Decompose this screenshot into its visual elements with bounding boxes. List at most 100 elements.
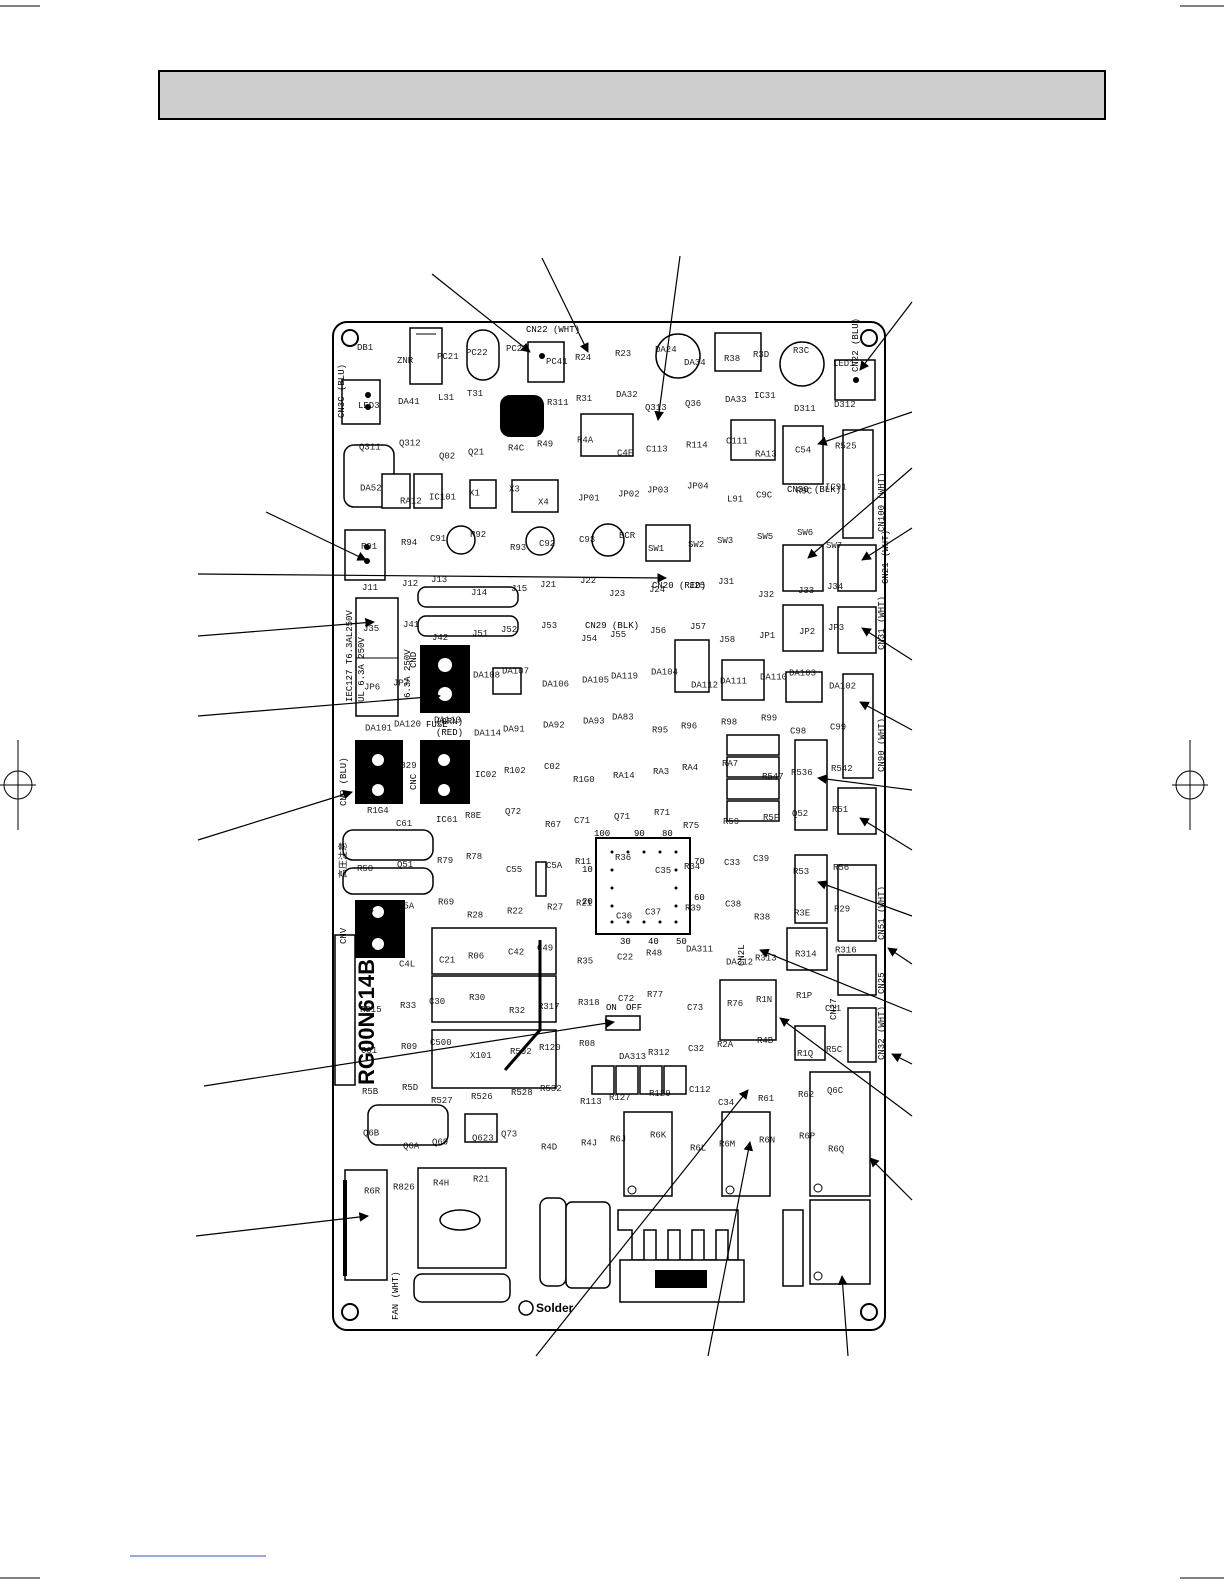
component-label: C61 (396, 819, 412, 829)
component-label: C72 (618, 994, 634, 1004)
component-label: Q6A (403, 1141, 420, 1151)
component-label: C4L (399, 960, 415, 970)
component-label: JP2 (799, 627, 815, 637)
component-label: J58 (719, 635, 735, 645)
component-label: Q311 (359, 442, 381, 452)
component-label: C99 (830, 723, 846, 733)
component-label: DA93 (583, 717, 605, 727)
ic-pin-40: 40 (648, 937, 659, 947)
crystal-x101 (535, 861, 547, 897)
component-label: JP02 (618, 490, 640, 500)
component-label: R4C (508, 443, 525, 453)
component-label: R77 (647, 990, 663, 1000)
component-label: L91 (727, 495, 743, 505)
component-label: J15 (511, 584, 527, 594)
dip-switch-sw3 (623, 1111, 673, 1197)
component-label: C500 (430, 1038, 452, 1048)
component-label: R34 (684, 862, 700, 872)
component-label: JP1 (759, 631, 775, 641)
jumper-jp1 (782, 1209, 804, 1287)
component-label: R6Q (828, 1144, 844, 1154)
component-label: R312 (648, 1048, 670, 1058)
component-label: R129 (649, 1089, 671, 1099)
component-label: R526 (471, 1092, 493, 1102)
component-label: R94 (401, 538, 417, 548)
fuse-holder (355, 597, 399, 717)
component-label: J51 (472, 629, 488, 639)
component-label: R542 (831, 764, 853, 774)
component-label: C5A (546, 861, 563, 871)
component-label: R826 (393, 1183, 415, 1193)
label-cn32: CN32 (WHT) (877, 1006, 887, 1060)
component-label: R315 (360, 1005, 382, 1015)
component-label: SW1 (648, 544, 664, 554)
electrolytic-capacitor-black (500, 395, 544, 437)
microcontroller-ic101 (595, 837, 691, 935)
component-label: J14 (471, 588, 487, 598)
component-label: C98 (790, 727, 806, 737)
label-orn: (ORN) (436, 717, 463, 727)
component-label: R59 (723, 817, 739, 827)
ic-pin-30: 30 (620, 937, 631, 947)
photocoupler-pc23 (469, 479, 497, 509)
connector-cn30 (782, 425, 824, 485)
component-label: X101 (470, 1051, 492, 1061)
component-label: DA313 (619, 1052, 646, 1062)
component-label: R316 (835, 946, 857, 956)
component-label: R91 (361, 542, 377, 552)
component-label: DA101 (365, 724, 392, 734)
component-label: RA3 (653, 767, 669, 777)
component-label: DA41 (398, 397, 420, 407)
component-label: IC02 (475, 770, 497, 780)
component-label: Q313 (645, 403, 667, 413)
component-label: Q51 (397, 860, 413, 870)
component-label: RA14 (613, 771, 635, 781)
component-label: R67 (545, 820, 561, 830)
transformer-t31 (730, 419, 776, 461)
component-label: Q21 (468, 447, 484, 457)
component-label: Q73 (501, 1129, 517, 1139)
component-label: IC101 (429, 493, 456, 503)
ic-pin-80: 80 (662, 829, 673, 839)
component-label: D311 (794, 404, 816, 414)
component-label: R1G4 (367, 806, 389, 816)
connector-cnc (420, 740, 470, 804)
component-label: R33 (400, 1001, 416, 1011)
label-cn22-wht: CN22 (WHT) (526, 325, 580, 335)
component-label: R528 (511, 1088, 533, 1098)
component-label: R102 (504, 766, 526, 776)
connector-cn25 (837, 954, 877, 996)
component-label: X4 (538, 498, 549, 508)
ic-pin-50: 50 (676, 937, 687, 947)
component-label: R56 (833, 863, 849, 873)
component-label: R69 (438, 897, 454, 907)
component-label: R53 (793, 867, 809, 877)
component-label: R4A (577, 435, 594, 445)
component-label: DA311 (686, 945, 713, 955)
component-label: R4H (433, 1179, 449, 1189)
component-label: R21 (473, 1175, 489, 1185)
component-label: R92 (470, 530, 486, 540)
component-label: C4H (359, 947, 375, 957)
connector-cn59 (721, 659, 765, 701)
component-label: R6L (690, 1143, 706, 1153)
component-label: R527 (431, 1096, 453, 1106)
registration-marks (0, 5, 1224, 1579)
transistor-q72 (785, 671, 823, 703)
component-label: R30 (469, 993, 485, 1003)
connector-cn21 (837, 544, 877, 592)
label-cn2l: CN2L (737, 944, 747, 966)
component-label: Q36 (685, 399, 701, 409)
label-cn22-blu: CN22 (BLU) (851, 318, 861, 372)
component-label: Q822 (435, 774, 457, 784)
component-label: IC61 (436, 815, 458, 825)
component-label: R96 (681, 722, 697, 732)
component-label: C112 (689, 1085, 711, 1095)
component-label: R35 (577, 957, 593, 967)
component-label: R314 (795, 950, 817, 960)
regulator (511, 479, 559, 513)
label-cn25: CN25 (877, 972, 887, 994)
inductor-l31 (714, 332, 762, 372)
photocoupler-pc41 (492, 667, 522, 695)
capacitor-c-top (466, 329, 500, 381)
